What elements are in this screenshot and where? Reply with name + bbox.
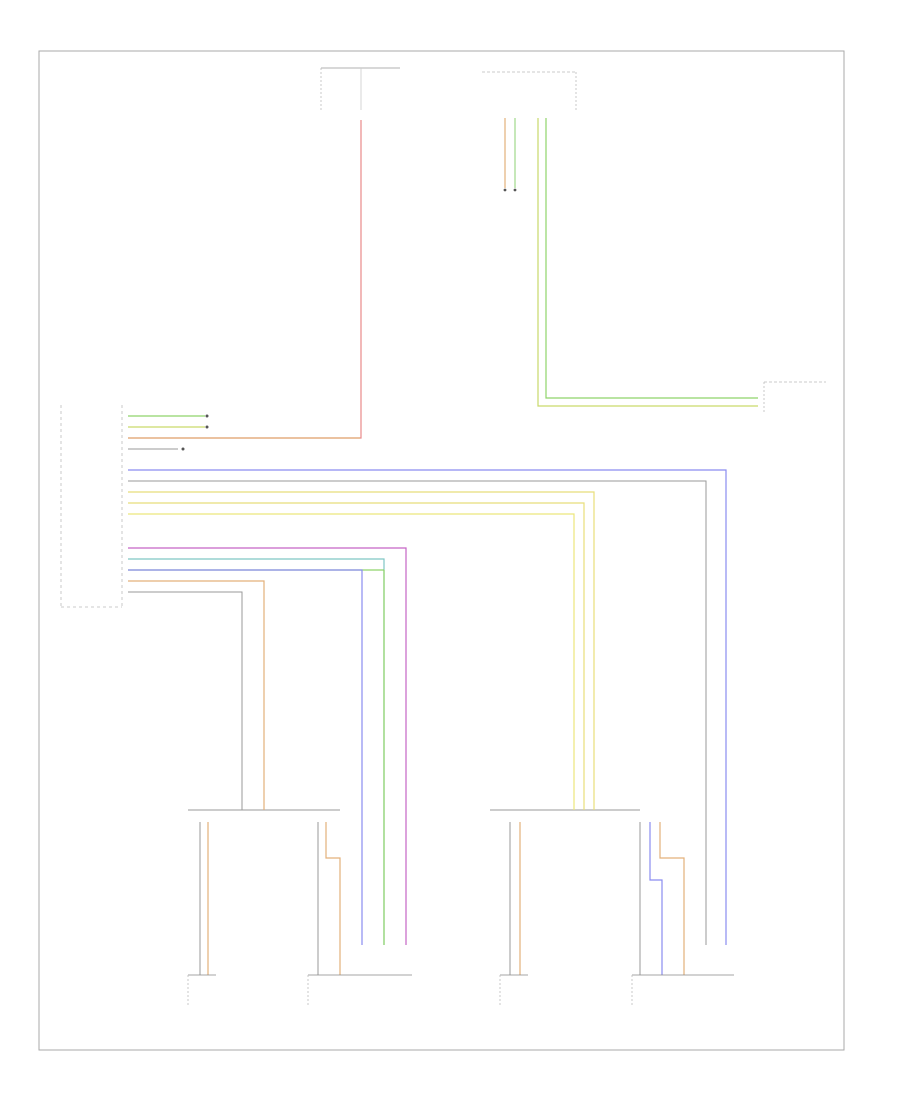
bottom-connector-3: [499, 974, 528, 1005]
wire-yellow-1: [128, 491, 595, 800]
bottom-connector-4: [631, 974, 734, 1005]
bottom-connector-1: [187, 974, 216, 1005]
top-center-module: [320, 67, 400, 110]
splice-left: [188, 800, 341, 975]
wire-yellow-3: [128, 513, 575, 800]
right-connector: [763, 381, 826, 414]
wire-green-b: [545, 118, 758, 399]
wire-yellow-2: [128, 502, 585, 800]
wire-blue-long: [128, 469, 727, 945]
splice-right: [490, 800, 685, 975]
wire-blue-low: [128, 569, 363, 945]
diagram-frame: [38, 50, 845, 1051]
top-right-module: [482, 71, 577, 192]
left-module-pins-upper: [128, 414, 209, 451]
wire-red: [128, 120, 362, 439]
wire-purple: [128, 547, 407, 945]
wire-green-a: [537, 118, 758, 407]
wire-gray-low: [128, 591, 243, 800]
bottom-connector-2: [307, 974, 412, 1005]
wire-gray-long: [128, 480, 707, 945]
left-module: [60, 405, 123, 608]
wire-orange-low: [128, 580, 265, 800]
wire-teal: [128, 558, 385, 945]
